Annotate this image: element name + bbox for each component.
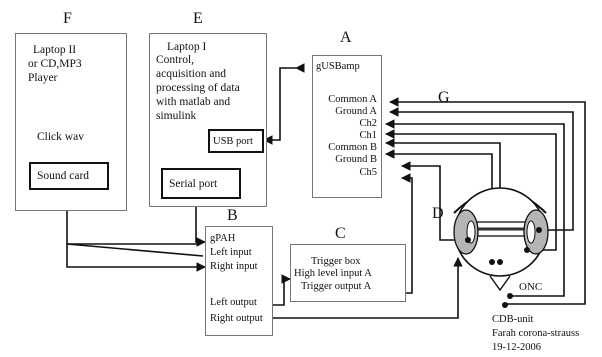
port-common-a: Common A (328, 94, 377, 105)
sound-card-box: Sound card (29, 162, 109, 190)
gpah-right-output: Right output (210, 313, 263, 324)
label-f: F (63, 11, 72, 28)
trigger-box: Trigger box High level input A Trigger o… (290, 244, 406, 302)
credit-unit: CDB-unit (492, 314, 533, 325)
credit-date: 19-12-2006 (492, 342, 541, 353)
port-ch1: Ch1 (359, 130, 377, 141)
gpah-to-trigger-line (272, 279, 290, 305)
label-b: B (227, 208, 238, 225)
serial-port-box: Serial port (161, 168, 241, 199)
sound-card-label: Sound card (37, 170, 89, 182)
port-ground-a: Ground A (335, 106, 377, 117)
port-ch5: Ch5 (359, 167, 377, 178)
label-e: E (193, 11, 203, 28)
label-g: G (438, 90, 450, 107)
label-d: D (432, 206, 444, 223)
laptop-1-desc-4: with matlab and (156, 96, 230, 108)
usb-link (264, 68, 296, 140)
gusbamp-box: gUSBamp Common A Ground A Ch2 Ch1 Common… (312, 55, 382, 198)
laptop-1-desc-3: processing of data (156, 82, 240, 94)
gusbamp-title: gUSBamp (316, 61, 360, 72)
gpah-left-input: Left input (210, 247, 252, 258)
gpah-right-input: Right input (210, 261, 258, 272)
laptop-2-box: Laptop II or CD,MP3 Player Click wav Sou… (15, 33, 127, 211)
usb-port-label: USB port (213, 136, 253, 147)
laptop-2-subtitle: or CD,MP3 (28, 58, 82, 70)
gpah-box: gPAH Left input Right input Left output … (205, 226, 273, 336)
serial-port-label: Serial port (169, 178, 217, 190)
laptop-2-title: Laptop II (33, 44, 76, 56)
label-c: C (335, 226, 346, 243)
laptop-1-desc-2: acquisition and (156, 68, 226, 80)
label-a: A (340, 30, 352, 47)
laptop-1-box: Laptop I Control, acquisition and proces… (149, 33, 267, 207)
trigger-high-input: High level input A (294, 268, 372, 279)
usb-port-box: USB port (208, 129, 264, 153)
port-common-b: Common B (328, 142, 377, 153)
gpah-title: gPAH (210, 233, 235, 244)
port-ground-b: Ground B (335, 154, 377, 165)
onc-label: ONC (519, 282, 542, 294)
laptop-2-player: Player (28, 72, 57, 84)
trigger-title: Trigger box (311, 256, 361, 267)
laptop-1-title: Laptop I (167, 41, 206, 53)
gpah-left-output: Left output (210, 297, 257, 308)
laptop-1-desc-5: simulink (156, 110, 196, 122)
credit-author: Farah corona-strauss (492, 328, 579, 339)
trigger-output: Trigger output A (301, 281, 371, 292)
port-ch2: Ch2 (359, 118, 377, 129)
laptop-1-desc-1: Control, (156, 54, 194, 66)
click-wav-label: Click wav (37, 131, 84, 143)
